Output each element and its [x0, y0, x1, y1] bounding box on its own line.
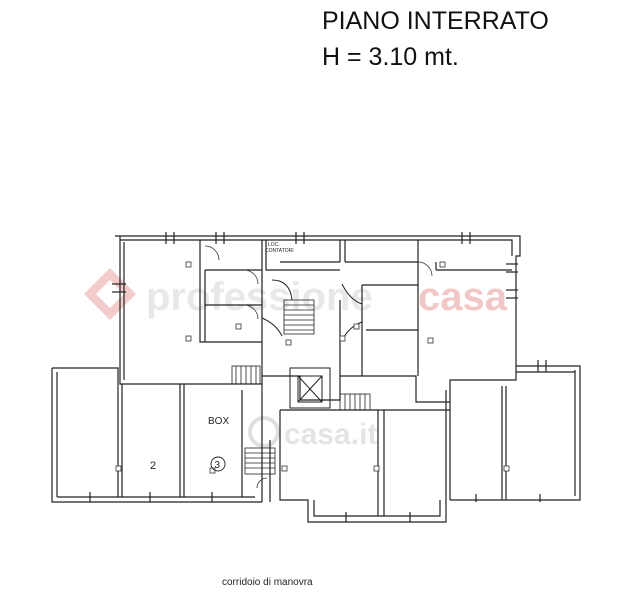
label-box: BOX [208, 416, 229, 427]
fixtures [115, 261, 510, 474]
elevator [289, 367, 331, 409]
footer-label: corridoio di manovra [222, 577, 313, 588]
label-contatori: CONTATORI [265, 248, 294, 254]
lobby-walls [261, 279, 363, 341]
watermark-brand-secondary: casa.it [284, 418, 377, 451]
page-title: PIANO INTERRATO [322, 7, 549, 35]
watermark: professione casa casa.it [84, 268, 508, 451]
stairs [231, 299, 371, 475]
box-number-2: 2 [150, 460, 156, 472]
watermark-house-icon [248, 416, 280, 448]
label-loc: LOC. [268, 242, 280, 248]
box-number-3: 3 [215, 460, 221, 471]
watermark-brand-part2: casa [418, 275, 508, 319]
windows [89, 232, 547, 522]
room-labels: LOC. CONTATORI BOX 2 3 corridoio di mano… [150, 242, 313, 588]
box-number-3-circle [210, 456, 226, 472]
door-swings [204, 245, 433, 489]
watermark-brand-part1: professione [146, 275, 373, 319]
height-label: H = 3.10 mt. [322, 43, 459, 71]
